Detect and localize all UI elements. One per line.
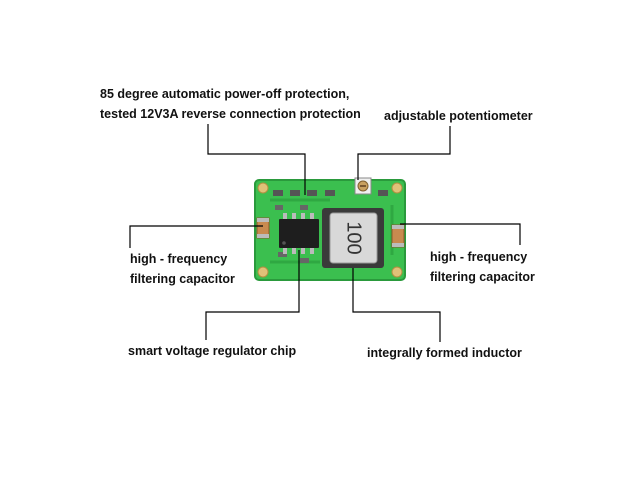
label-cap-left-line1: high - frequency xyxy=(130,252,228,266)
label-cap-left-line2: filtering capacitor xyxy=(130,272,235,286)
label-cap-right-line2: filtering capacitor xyxy=(430,270,535,284)
capacitor-right xyxy=(391,224,405,248)
label-cap-right-line1: high - frequency xyxy=(430,250,528,264)
label-potentiometer: adjustable potentiometer xyxy=(384,109,533,123)
label-protection-line1: 85 degree automatic power-off protection… xyxy=(100,87,350,101)
inductor: 100 xyxy=(322,208,384,268)
inductor-marking: 100 xyxy=(343,221,365,254)
potentiometer xyxy=(354,177,372,195)
regulator-chip xyxy=(279,213,319,254)
label-protection-line2: tested 12V3A reverse connection protecti… xyxy=(100,107,361,121)
capacitor-left xyxy=(256,217,270,239)
label-chip: smart voltage regulator chip xyxy=(128,344,297,358)
label-inductor: integrally formed inductor xyxy=(367,346,522,360)
